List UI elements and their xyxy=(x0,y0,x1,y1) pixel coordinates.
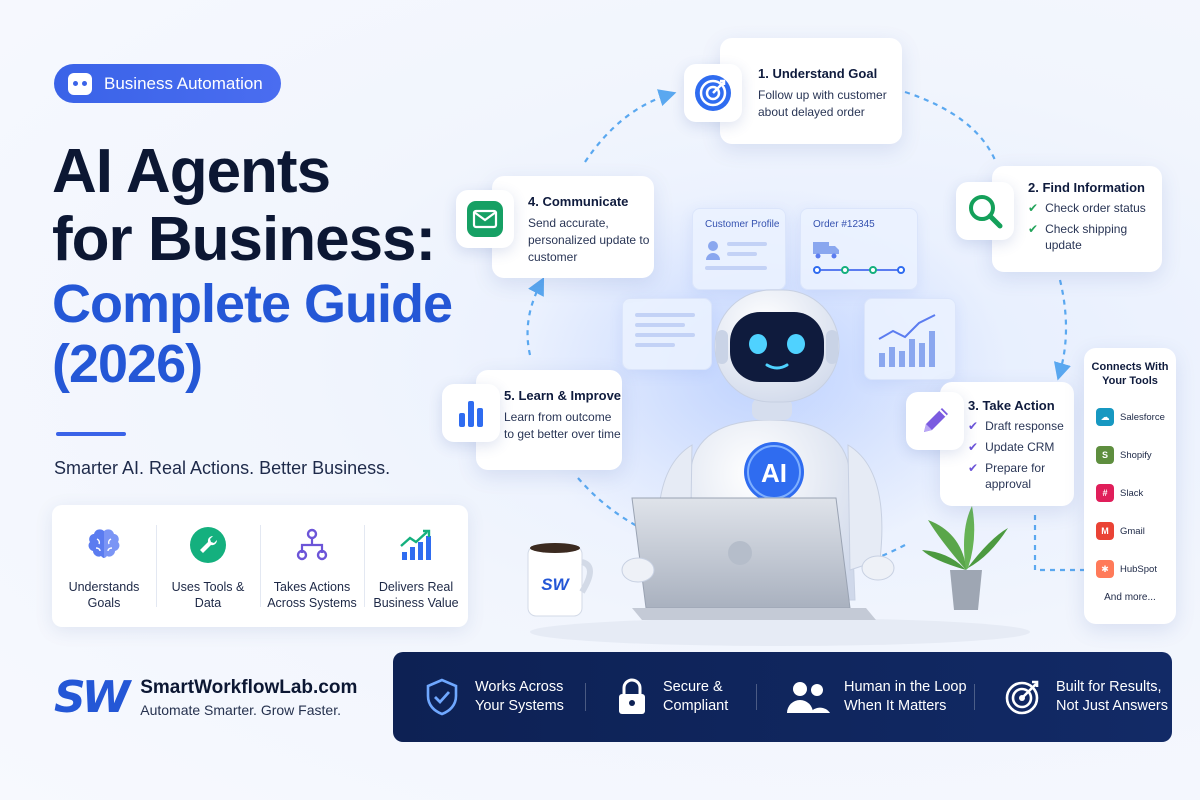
title-line-4: (2026) xyxy=(52,334,203,394)
pencil-icon xyxy=(906,392,964,450)
title-divider xyxy=(56,432,126,436)
step-body: Learn from outcome to get better over ti… xyxy=(504,410,621,441)
step-title: 3. Take Action xyxy=(968,398,1055,413)
wrench-icon xyxy=(188,525,228,565)
order-panel: Order #12345 xyxy=(800,208,918,290)
step-body: Follow up with customer about delayed or… xyxy=(758,88,887,119)
brand-mark: SW xyxy=(54,672,130,723)
benefit-item: Works Across Your Systems xyxy=(393,677,585,717)
envelope-icon xyxy=(456,190,514,248)
benefits-bar: Works Across Your Systems Secure & Compl… xyxy=(393,652,1172,742)
text-panel xyxy=(622,298,712,370)
brand-name[interactable]: SmartWorkflowLab.com xyxy=(140,677,358,698)
benefit-item: Human in the Loop When It Matters xyxy=(756,678,974,716)
bar-chart-icon xyxy=(442,384,500,442)
gmail-icon: M xyxy=(1096,522,1114,540)
tagline: Smarter AI. Real Actions. Better Busines… xyxy=(54,458,391,478)
salesforce-icon: ☁ xyxy=(1096,408,1114,426)
robot-chest-label: AI xyxy=(761,458,787,488)
step-communicate: 4. Communicate Send accurate, personaliz… xyxy=(492,176,654,278)
check-icon: ✔ xyxy=(968,419,979,433)
hubspot-icon: ✱ xyxy=(1096,560,1114,578)
check-item: ✔Draft response xyxy=(968,419,1064,433)
tool-item[interactable]: ✱HubSpot xyxy=(1096,550,1176,588)
feature-item: Understands Goals xyxy=(52,505,156,627)
title-line-1: AI Agents xyxy=(52,137,331,206)
check-item: ✔Prepare for approval xyxy=(968,461,1046,491)
category-badge: Business Automation xyxy=(54,64,281,103)
brain-icon xyxy=(84,525,124,565)
text-lines-icon xyxy=(635,313,695,347)
check-icon: ✔ xyxy=(968,440,979,454)
tool-item[interactable]: #Slack xyxy=(1096,474,1176,512)
step-find-information: 2. Find Information ✔Check order status … xyxy=(992,166,1162,272)
page-title: AI Agents for Business: Complete Guide (… xyxy=(52,137,472,395)
step-title: 1. Understand Goal xyxy=(758,66,878,81)
benefit-item: Built for Results, Not Just Answers xyxy=(974,678,1172,716)
lock-icon xyxy=(619,678,645,714)
step-learn-improve: 5. Learn & Improve Learn from outcome to… xyxy=(476,370,622,470)
target-icon xyxy=(684,64,742,122)
benefit-label: Works Across Your Systems xyxy=(475,679,564,714)
title-line-3: Complete Guide xyxy=(52,274,453,334)
customer-profile-title: Customer Profile xyxy=(705,219,780,230)
order-panel-title: Order #12345 xyxy=(813,219,875,230)
step-title: 5. Learn & Improve xyxy=(504,388,622,403)
benefit-item: Secure & Compliant xyxy=(585,677,756,717)
user-icon xyxy=(705,241,767,270)
step-understand-goal: 1. Understand Goal Follow up with custom… xyxy=(720,38,902,144)
target-icon xyxy=(1005,680,1039,715)
shield-check-icon xyxy=(426,678,458,716)
slack-icon: # xyxy=(1096,484,1114,502)
step-title: 4. Communicate xyxy=(528,194,629,209)
benefit-label: Human in the Loop When It Matters xyxy=(844,679,967,714)
growth-chart-icon xyxy=(396,525,436,565)
people-icon xyxy=(787,682,830,713)
title-line-2: for Business: xyxy=(52,205,436,274)
tool-item[interactable]: ☁Salesforce xyxy=(1096,398,1176,436)
brand-logo[interactable]: SW SmartWorkflowLab.com Automate Smarter… xyxy=(54,672,357,723)
feature-label: Takes Actions Across Systems xyxy=(267,580,357,610)
mug-logo: SW xyxy=(541,575,570,594)
check-item: ✔Check order status xyxy=(1028,201,1146,215)
feature-item: Delivers Real Business Value xyxy=(364,505,468,627)
tools-title: Connects With Your Tools xyxy=(1091,361,1169,387)
step-title: 2. Find Information xyxy=(1028,180,1145,195)
check-item: ✔Update CRM xyxy=(968,440,1055,454)
robot-icon xyxy=(68,72,92,95)
check-item: ✔Check shipping update xyxy=(1028,222,1128,252)
step-body: Send accurate, personalized update to cu… xyxy=(528,216,650,264)
truck-icon xyxy=(813,242,905,274)
feature-label: Delivers Real Business Value xyxy=(373,580,459,610)
benefit-label: Built for Results, Not Just Answers xyxy=(1056,679,1169,714)
shopify-icon: S xyxy=(1096,446,1114,464)
network-icon xyxy=(292,525,332,565)
check-icon: ✔ xyxy=(1028,201,1039,215)
check-icon: ✔ xyxy=(968,461,979,475)
category-badge-label: Business Automation xyxy=(104,73,263,93)
analytics-panel xyxy=(864,298,956,380)
feature-label: Uses Tools & Data xyxy=(171,580,245,610)
magnifier-icon xyxy=(956,182,1014,240)
check-icon: ✔ xyxy=(1028,222,1039,236)
feature-item: Takes Actions Across Systems xyxy=(260,505,364,627)
customer-profile-panel: Customer Profile xyxy=(692,208,786,290)
feature-item: Uses Tools & Data xyxy=(156,505,260,627)
feature-strip: Understands Goals Uses Tools & Data Take… xyxy=(52,505,468,627)
feature-label: Understands Goals xyxy=(68,580,140,610)
bar-chart-icon xyxy=(878,314,936,367)
robot-illustration: AI SW xyxy=(527,289,1030,646)
benefit-label: Secure & Compliant xyxy=(663,679,729,714)
brand-slogan: Automate Smarter. Grow Faster. xyxy=(140,702,341,718)
tools-more[interactable]: And more... xyxy=(1104,592,1156,603)
